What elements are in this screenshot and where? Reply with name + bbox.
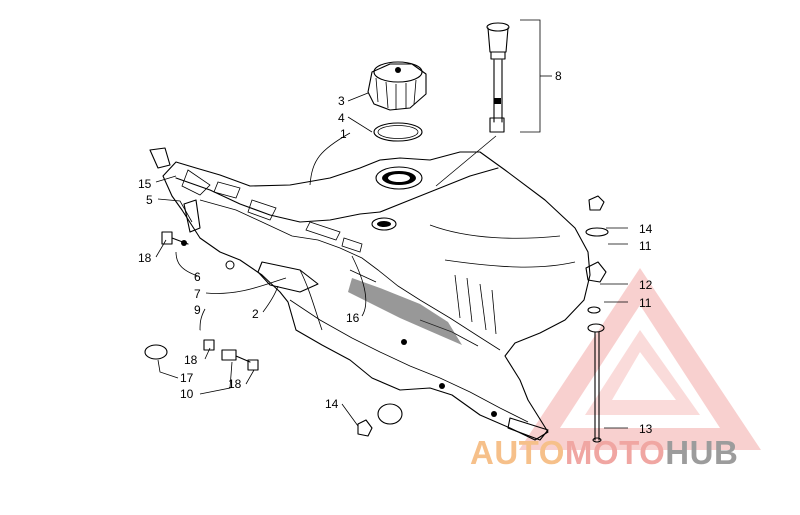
callout-1: 1 [340,127,347,141]
callout-14a: 14 [639,222,653,236]
fuel-tank-body [149,147,591,441]
watermark-auto: AUTOMOTOHUB [470,434,738,471]
callout-13: 13 [639,422,653,436]
fuel-gauge-sender [486,22,510,133]
callout-labels: 3 4 1 8 15 5 18 6 7 9 2 16 18 17 10 18 1… [138,69,653,436]
callout-14b: 14 [325,397,339,411]
callout-2: 2 [252,307,259,321]
callout-7: 7 [194,287,201,301]
callout-9: 9 [194,303,201,317]
callout-11a: 11 [639,239,652,253]
watermark-text: AUTOMOTOHUB [470,434,738,471]
leader-lines [155,92,628,429]
cap-gasket [373,122,423,142]
callout-12: 12 [639,278,653,292]
callout-5: 5 [146,193,153,207]
callout-6: 6 [194,270,201,284]
fuel-fittings [161,199,259,371]
callout-15: 15 [138,177,152,191]
fuel-hose [107,227,201,332]
hose-clamp [144,344,168,360]
callout-16: 16 [346,311,360,325]
callout-4: 4 [338,111,345,125]
callout-3: 3 [338,94,345,108]
callout-18c: 18 [228,377,242,391]
callout-18b: 18 [184,353,198,367]
callout-10: 10 [180,387,194,401]
callout-8: 8 [555,69,562,83]
callout-18a: 18 [138,251,152,265]
watermark-logo-triangle [519,268,761,450]
callout-11b: 11 [639,296,652,310]
mounting-hardware [357,195,609,443]
callout-17: 17 [180,371,194,385]
fuel-cap [367,61,427,111]
